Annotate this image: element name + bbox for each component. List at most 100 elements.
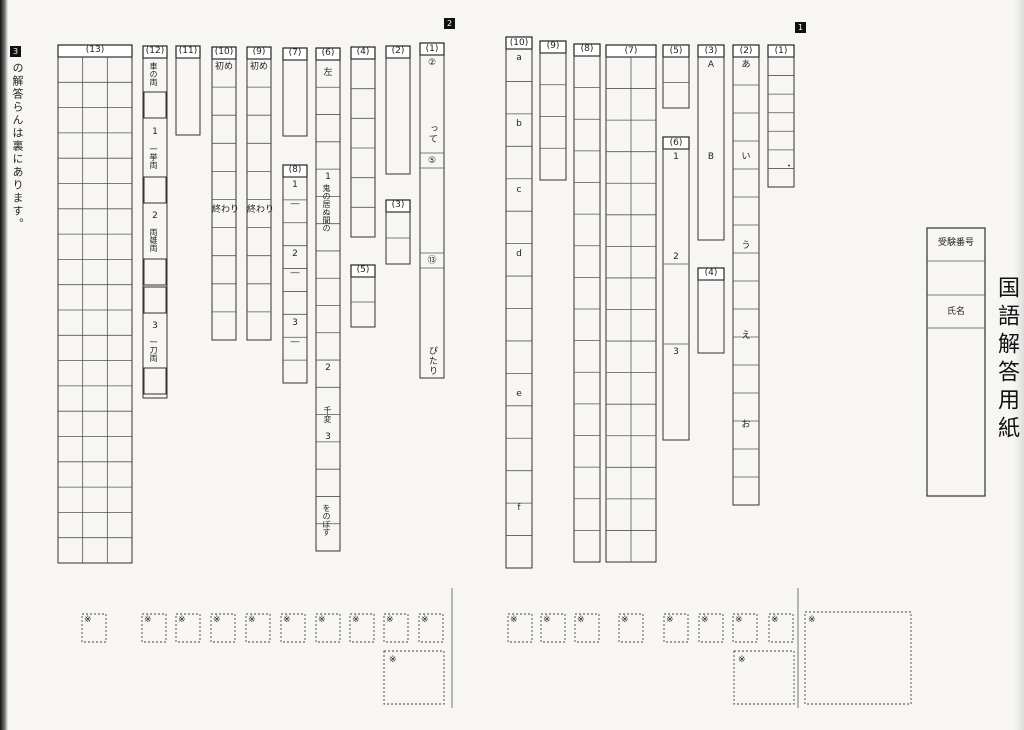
section-1-badge: 1 <box>795 22 806 33</box>
s1-q6-mark-3: 3 <box>673 347 679 357</box>
score-mark: ※ <box>543 615 551 625</box>
answer-column <box>282 59 308 137</box>
score-mark: ※ <box>808 615 816 625</box>
score-box <box>733 650 795 705</box>
score-mark: ※ <box>621 615 629 625</box>
score-mark: ※ <box>510 615 518 625</box>
s2-q12-text-2: 一挙両 <box>149 145 158 169</box>
s1-q5-label: (5) <box>669 46 683 56</box>
score-mark: ※ <box>144 615 152 625</box>
score-box <box>141 613 167 643</box>
s2-q1-mark-2: ② <box>427 58 437 68</box>
s2-q8-dash-1: ― <box>290 199 300 209</box>
s1-q10-mark-f: f <box>517 503 521 513</box>
s2-q6-text-wonobasu: をのぼす <box>322 504 331 536</box>
s1-q10-mark-a: a <box>516 53 522 63</box>
s2-q6-text-hidari: 左 <box>323 68 333 78</box>
answer-column <box>385 57 411 175</box>
s2-q8-label: (8) <box>288 165 302 175</box>
s2-q9-label: (9) <box>252 47 266 57</box>
s2-q6-label: (6) <box>321 48 335 58</box>
score-box <box>81 613 107 643</box>
answer-column <box>697 279 725 354</box>
candidate-box <box>926 227 986 497</box>
s1-q1-label: (1) <box>774 46 788 56</box>
score-box <box>383 613 409 643</box>
s2-q6-text-senpen: 千変 <box>323 406 332 424</box>
s1-q6-mark-2: 2 <box>673 252 679 262</box>
score-box <box>804 611 912 705</box>
s1-q2-mark-i: い <box>741 152 751 162</box>
s1-q2-mark-e: え <box>741 331 751 341</box>
score-box <box>315 613 341 643</box>
score-box <box>698 613 724 643</box>
s2-q8-num-1: 1 <box>292 180 298 190</box>
s2-q6-num-2: 2 <box>325 363 331 373</box>
section-2-badge: 2 <box>444 18 455 29</box>
s2-q12-num-3: 3 <box>152 321 158 331</box>
score-mark: ※ <box>701 615 709 625</box>
score-box <box>732 613 758 643</box>
s2-q2-label: (2) <box>391 46 405 56</box>
score-box <box>618 613 644 643</box>
s2-q9-start: 初め <box>249 62 268 72</box>
score-mark: ※ <box>84 615 92 625</box>
score-box <box>540 613 566 643</box>
s1-q1-dot: ・ <box>784 162 794 172</box>
s1-q9-label: (9) <box>546 41 560 51</box>
answer-column <box>662 148 690 441</box>
scan-edge-right <box>1014 0 1024 730</box>
score-box <box>768 613 794 643</box>
kanji-box <box>143 367 167 395</box>
score-box <box>418 613 444 643</box>
s1-q7-label: (7) <box>624 46 638 56</box>
score-mark: ※ <box>771 615 779 625</box>
s1-q10-mark-b: b <box>516 119 522 129</box>
s1-q3-mark-b: B <box>707 152 715 162</box>
s2-q11-label: (11) <box>178 46 198 56</box>
score-box <box>245 613 271 643</box>
s2-q9-end: 終わり <box>247 205 275 215</box>
s1-q10-label: (10) <box>509 38 529 48</box>
kanji-box <box>143 258 167 286</box>
score-mark: ※ <box>178 615 186 625</box>
exam-number-label: 受験番号 <box>937 238 974 248</box>
s2-q12-num-2: 2 <box>152 211 158 221</box>
s2-q6-num-3: 3 <box>325 432 331 442</box>
s1-q2-mark-a: あ <box>741 60 751 70</box>
s2-q3-label: (3) <box>391 200 405 210</box>
s2-q6-text-oni: 鬼の居ぬ間の <box>322 184 331 232</box>
s2-q8-dash-2: ― <box>290 268 300 278</box>
s2-q4-label: (4) <box>356 47 370 57</box>
score-mark: ※ <box>283 615 291 625</box>
kanji-box <box>143 91 167 119</box>
page-title: 国語解答用紙 <box>994 276 1019 444</box>
score-mark: ※ <box>389 655 397 665</box>
score-box <box>175 613 201 643</box>
score-box <box>507 613 533 643</box>
s2-q1-mark-5: ⑤ <box>427 156 437 166</box>
s1-q4-label: (4) <box>704 268 718 278</box>
s2-q8-num-3: 3 <box>292 318 298 328</box>
s2-q10-start: 初め <box>214 62 233 72</box>
s2-q12-text-4: 一刀両 <box>149 338 158 362</box>
score-mark: ※ <box>735 615 743 625</box>
answer-column <box>142 57 168 399</box>
s2-q1-text-pitari: ぴたり <box>427 346 437 376</box>
s2-q5-label: (5) <box>356 265 370 275</box>
score-mark: ※ <box>666 615 674 625</box>
section-3-note: の解答らんは裏にあります。 <box>11 62 24 231</box>
score-mark: ※ <box>386 615 394 625</box>
score-mark: ※ <box>248 615 256 625</box>
s2-q13-label: (13) <box>85 45 105 55</box>
s2-q8-dash-3: ― <box>290 337 300 347</box>
score-mark: ※ <box>738 655 746 665</box>
s1-q6-label: (6) <box>669 138 683 148</box>
section-3-badge: 3 <box>10 46 21 57</box>
score-box <box>210 613 236 643</box>
s2-q10-end: 終わり <box>212 205 240 215</box>
answer-column <box>419 54 445 379</box>
s2-q12-text-1: 車の両 <box>149 62 158 86</box>
s1-q10-mark-e: e <box>516 389 522 399</box>
